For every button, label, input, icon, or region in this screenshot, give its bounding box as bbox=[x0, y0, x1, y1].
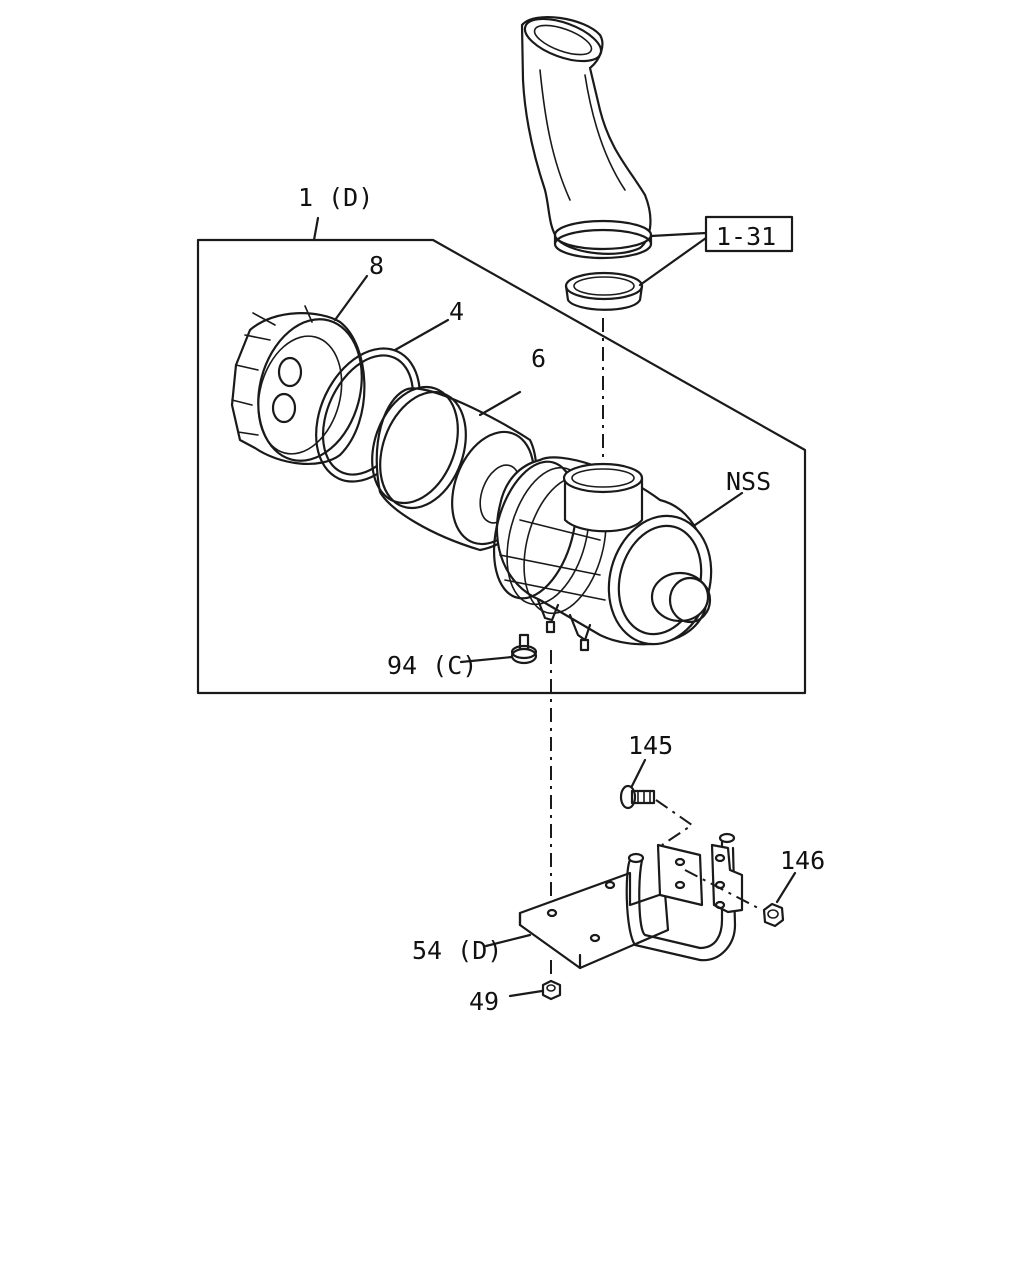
callout-nut-right: 146 bbox=[780, 846, 825, 875]
leader-seal bbox=[393, 318, 450, 352]
assembly-boundary bbox=[196, 238, 807, 695]
leader-bolt bbox=[630, 758, 647, 788]
leader-nut-right bbox=[775, 871, 797, 904]
callout-cover: 8 bbox=[369, 251, 384, 280]
callout-element: 6 bbox=[531, 344, 546, 373]
callout-housing: NSS bbox=[726, 467, 771, 496]
leader-duct-ref-b bbox=[638, 236, 708, 287]
nut-bottom-part bbox=[541, 979, 562, 1001]
intake-duct bbox=[520, 16, 653, 260]
leader-bracket bbox=[484, 933, 532, 948]
callout-stud: 94 (C) bbox=[387, 651, 477, 680]
cover-part bbox=[230, 305, 366, 466]
leader-duct-ref-a bbox=[649, 231, 708, 238]
callout-duct-ref: 1-31 bbox=[716, 222, 776, 251]
bracket-part bbox=[518, 832, 744, 970]
hose-ring bbox=[564, 271, 644, 311]
stud-part bbox=[510, 633, 538, 665]
callout-assembly: 1 (D) bbox=[298, 183, 373, 212]
callout-seal: 4 bbox=[449, 297, 464, 326]
callout-bracket: 54 (D) bbox=[412, 936, 502, 965]
callout-nut-bottom: 49 bbox=[469, 987, 499, 1016]
leader-nut-bottom bbox=[508, 989, 544, 998]
leader-stud bbox=[459, 655, 514, 664]
nut-right-part bbox=[762, 902, 785, 928]
callout-bolt: 145 bbox=[628, 731, 673, 760]
bolt-center-line bbox=[655, 799, 694, 846]
leader-cover bbox=[333, 274, 369, 322]
bolt-part bbox=[619, 784, 656, 810]
leader-housing bbox=[693, 491, 744, 527]
air-cleaner-housing bbox=[492, 456, 713, 652]
leader-assembly bbox=[312, 216, 320, 242]
duct-ref-box bbox=[704, 215, 794, 253]
leader-element bbox=[478, 390, 522, 417]
